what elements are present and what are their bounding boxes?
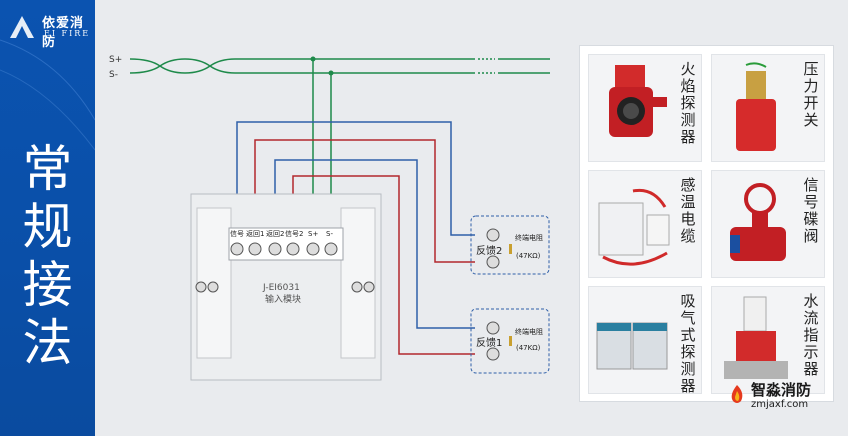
pressure-switch-icon (736, 62, 776, 151)
resistor-2-value: (47KΩ) (516, 252, 541, 260)
device-card-aspirating-detector: 吸气式探测器 (588, 286, 702, 395)
bus-lines (129, 56, 550, 230)
device-card-signal-valve: 信号碟阀 (711, 170, 825, 278)
module-model: J-EI6031 (262, 283, 300, 293)
title-char: 常 (22, 140, 73, 198)
bus-minus-label: S- (109, 70, 118, 80)
watermark-url: zmjaxf.com (751, 399, 809, 410)
feedback-1-label: 反馈1 (476, 336, 502, 349)
terminal-screws (230, 242, 338, 256)
feedback-2-label: 反馈2 (476, 244, 502, 257)
resistor-1-value: (47KΩ) (516, 344, 541, 352)
terminal-label: 返回2 (266, 230, 284, 238)
terminal-label: 信号 (230, 229, 244, 238)
brand-logo: 依爱消防 EI FIRE (6, 10, 95, 50)
device-card-water-flow-indicator: 水流指示器 (711, 286, 825, 394)
aspirating-detector-icon (596, 322, 668, 370)
terminal-label: S+ (308, 230, 318, 238)
heat-cable-icon (598, 188, 670, 266)
device-label: 压力开关 (803, 60, 819, 129)
device-label: 水流指示器 (803, 292, 819, 378)
terminal-label: S- (326, 230, 333, 238)
signal-valve-icon (730, 183, 786, 261)
feedback-1-box (470, 308, 550, 374)
device-card-heat-cable: 感温电缆 (588, 170, 702, 278)
device-label: 感温电缆 (680, 176, 696, 245)
title-char: 接 (22, 256, 73, 314)
brand-name-en: EI FIRE (44, 29, 91, 38)
wiring-diagram: S+ S- (95, 0, 848, 436)
flame-watermark-icon (731, 385, 743, 403)
water-flow-indicator-icon (724, 296, 788, 379)
brand-name: 依爱消防 (42, 16, 85, 50)
sidebar-decoration (0, 39, 95, 151)
mount-screws (195, 281, 375, 293)
page-title: 常 规 接 法 (0, 140, 95, 372)
sidebar: 依爱消防 EI FIRE 常 规 接 法 (0, 0, 95, 436)
bus-plus-label: S+ (109, 55, 122, 65)
device-card-flame-detector: 火焰探测器 (588, 54, 702, 162)
device-label: 火焰探测器 (680, 60, 696, 146)
title-char: 法 (22, 314, 73, 372)
terminal-label: 返回1 (246, 230, 264, 238)
input-module (190, 193, 382, 381)
device-label: 吸气式探测器 (680, 292, 696, 395)
resistor-2-label: 终端电阻 (515, 233, 543, 242)
device-card-pressure-switch: 压力开关 (711, 54, 825, 162)
flame-detector-icon (609, 65, 667, 137)
watermark-name: 智淼消防 (751, 381, 812, 399)
wiring-svg: S+ S- (109, 55, 550, 381)
device-label: 信号碟阀 (803, 176, 819, 245)
resistor-1-label: 终端电阻 (515, 327, 543, 336)
module-name: 输入模块 (265, 293, 301, 305)
flame-logo-icon (10, 16, 34, 38)
terminal-label: 信号2 (285, 229, 303, 238)
device-panel: 火焰探测器 压力开关 感温电缆 信号碟阀 (579, 45, 834, 402)
feedback-2-box (470, 215, 550, 275)
watermark: 智淼消防 zmjaxf.com (725, 379, 840, 419)
title-char: 规 (22, 198, 73, 256)
signal-wires (236, 121, 475, 355)
